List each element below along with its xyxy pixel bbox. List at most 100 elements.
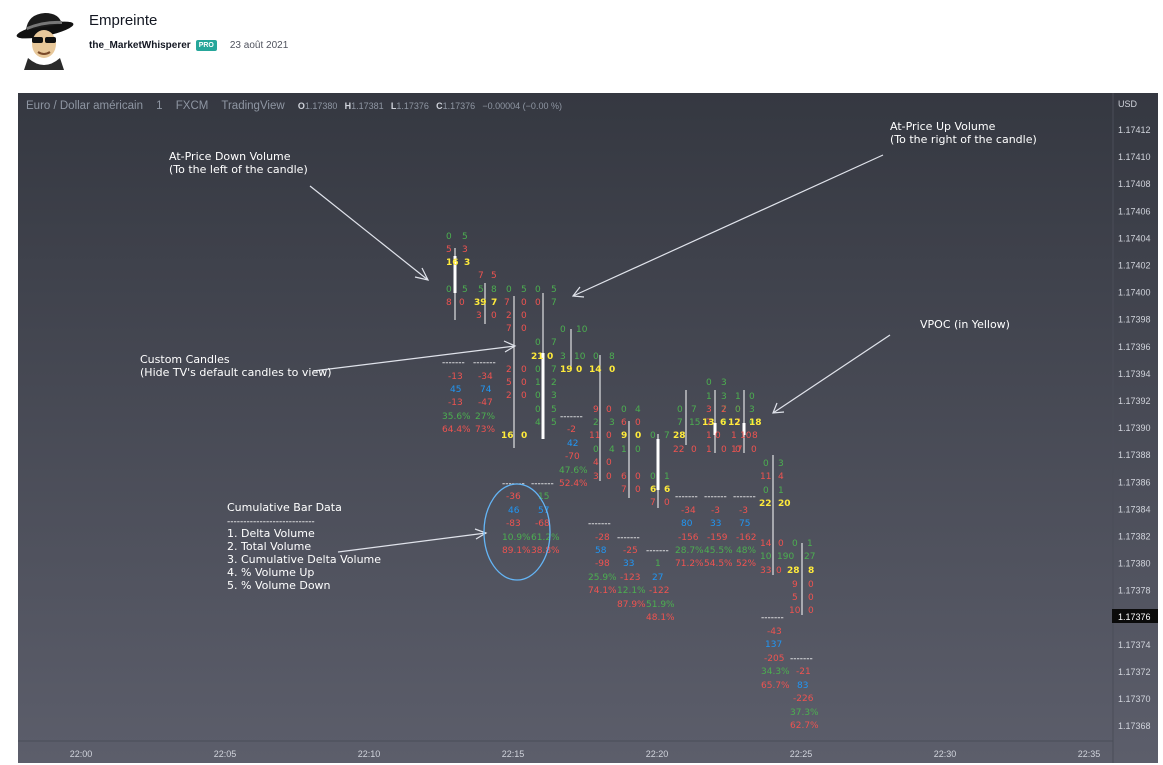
footprint-value: 5: [506, 378, 512, 388]
footprint-value: 42: [567, 439, 578, 449]
footprint-separator: -------: [675, 492, 698, 502]
footprint-value: -226: [793, 694, 814, 704]
footprint-value: 3: [476, 311, 482, 321]
ohlc-open-key: O: [297, 101, 305, 111]
price-tick: 1.17404: [1118, 233, 1151, 243]
footprint-value: 0: [576, 365, 582, 375]
footprint-value: 0: [521, 431, 527, 441]
footprint-value: 1: [535, 378, 541, 388]
footprint-value: 0: [446, 232, 452, 242]
footprint-value: 33: [710, 519, 721, 529]
footprint-value: 2: [593, 418, 599, 428]
ohlc-high-value: 1.17381: [351, 101, 384, 111]
footprint-value: 16: [501, 431, 514, 441]
footprint-separator: -------: [588, 519, 611, 529]
symbol-legend[interactable]: Euro / Dollar américain 1 FXCM TradingVi…: [26, 100, 562, 112]
footprint-value: 10: [740, 431, 752, 441]
footprint-value: 0: [521, 298, 527, 308]
footprint-value: 22: [759, 499, 772, 509]
footprint-value: 3: [778, 459, 784, 469]
price-tick: 1.17402: [1118, 261, 1151, 271]
footprint-value: 0: [691, 445, 697, 455]
footprint-value: 1: [778, 486, 784, 496]
footprint-value: 57: [538, 506, 549, 516]
footprint-value: 5: [446, 245, 452, 255]
footprint-value: 11: [760, 472, 771, 482]
footprint-value: 33: [623, 559, 634, 569]
footprint-value: 51.9%: [646, 600, 675, 610]
footprint-value: 0: [606, 472, 612, 482]
footprint-value: 0: [763, 486, 769, 496]
symbol-name[interactable]: Euro / Dollar américain: [26, 100, 143, 112]
footprint-value: 7: [664, 431, 670, 441]
footprint-value: 0: [776, 566, 782, 576]
footprint-value: -162: [736, 533, 756, 543]
footprint-value: 1: [664, 472, 670, 482]
footprint-value: 10: [789, 606, 801, 616]
footprint-value: 28.7%: [675, 546, 704, 556]
price-tick: 1.17410: [1118, 152, 1151, 162]
price-tick: 1.17390: [1118, 423, 1151, 433]
label-up-volume-sub: (To the right of the candle): [890, 133, 1037, 146]
footprint-value: 0: [706, 378, 712, 388]
footprint-value: 5: [491, 271, 497, 281]
exchange: FXCM: [175, 100, 209, 112]
interval[interactable]: 1: [156, 100, 163, 112]
price-tick: 1.17396: [1118, 342, 1151, 352]
footprint-value: 0: [593, 445, 599, 455]
footprint-separator: -------: [733, 492, 756, 502]
time-tick: 22:05: [214, 749, 237, 759]
price-tick: 1.17394: [1118, 369, 1151, 379]
footprint-value: 0: [535, 285, 541, 295]
footprint-value: 34.3%: [761, 667, 790, 677]
price-change: −0.00004 (−0.00 %): [482, 101, 562, 111]
footprint-value: 7: [735, 418, 741, 428]
footprint-value: 5: [792, 593, 798, 603]
price-tick: 1.17374: [1118, 640, 1151, 650]
footprint-value: -43: [767, 627, 782, 637]
footprint-value: -34: [478, 372, 493, 382]
author-avatar[interactable]: [14, 10, 76, 70]
footprint-value: 1: [655, 559, 661, 569]
footprint-value: 46: [508, 506, 520, 516]
footprint-value: 0: [751, 445, 757, 455]
footprint-value: 14: [760, 539, 772, 549]
footprint-value: 8: [491, 285, 497, 295]
price-tick: 1.17412: [1118, 125, 1151, 135]
footprint-value: 58: [595, 546, 607, 556]
footprint-value: -34: [681, 506, 696, 516]
footprint-value: 6: [664, 485, 670, 495]
footprint-value: -122: [649, 586, 669, 596]
footprint-value: 87.9%: [617, 600, 646, 610]
footprint-value: 0: [735, 405, 741, 415]
footprint-value: 1: [731, 431, 737, 441]
price-axis[interactable]: 1.174121.174101.174081.174061.174041.174…: [1118, 125, 1151, 731]
footprint-value: -47: [478, 398, 493, 408]
footprint-value: 75: [739, 519, 750, 529]
footprint-value: 137: [765, 640, 782, 650]
footprint-value: 0: [593, 352, 599, 362]
post-title: Empreinte: [89, 12, 158, 29]
footprint-value: 3: [749, 405, 755, 415]
footprint-value: 0: [749, 418, 755, 428]
time-tick: 22:15: [502, 749, 525, 759]
footprint-value: 6: [621, 418, 627, 428]
time-tick: 22:30: [934, 749, 957, 759]
footprint-value: 3: [609, 418, 615, 428]
footprint-value: 5: [521, 285, 527, 295]
footprint-value: 1: [621, 445, 627, 455]
footprint-value: 22: [673, 445, 684, 455]
chart-canvas[interactable]: 1.174121.174101.174081.174061.174041.174…: [18, 93, 1158, 763]
footprint-value: 48.1%: [646, 613, 675, 623]
time-tick: 22:25: [790, 749, 813, 759]
footprint-value: 9: [792, 580, 798, 590]
price-tick: 1.17388: [1118, 450, 1151, 460]
footprint-value: 48%: [736, 546, 756, 556]
footprint-value: -156: [678, 533, 699, 543]
arrowhead: [503, 340, 517, 353]
author-name[interactable]: the_MarketWhisperer: [89, 40, 191, 51]
footprint-value: -123: [620, 573, 640, 583]
